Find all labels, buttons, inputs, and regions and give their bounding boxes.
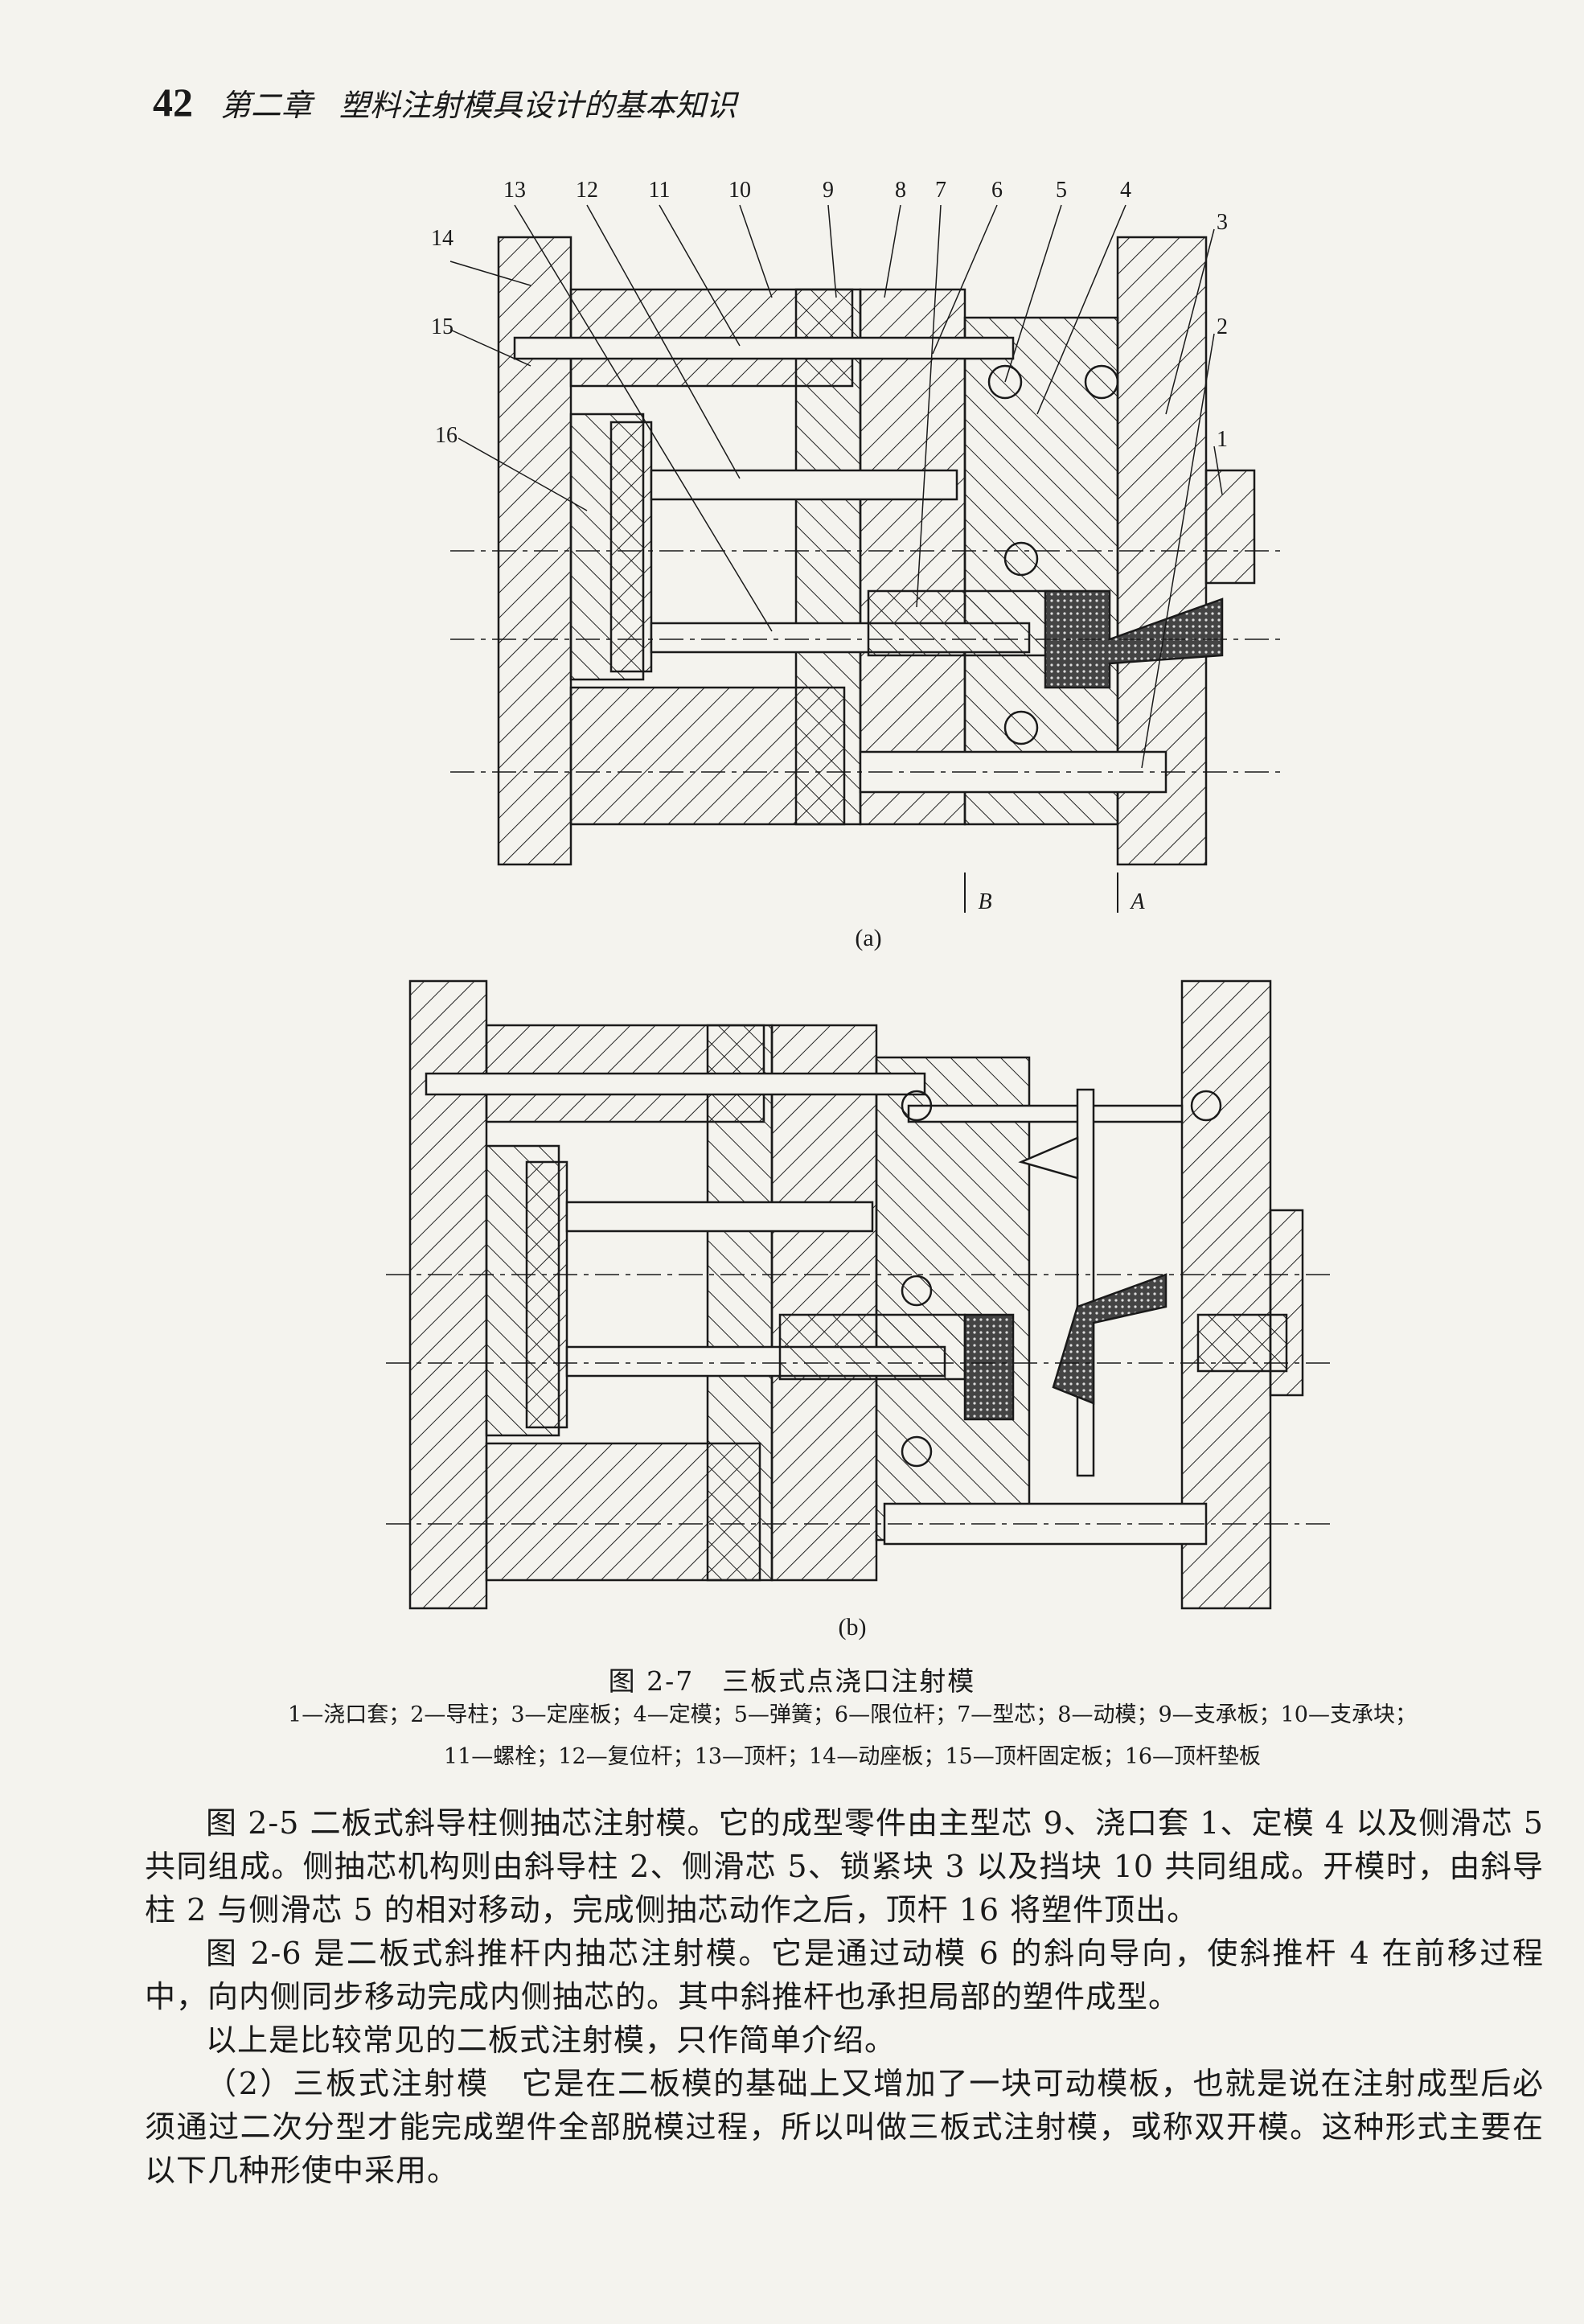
callout-2: 2 bbox=[1217, 314, 1228, 339]
callout-14: 14 bbox=[431, 226, 453, 251]
callout-13: 13 bbox=[503, 178, 526, 203]
mold-drawing-b bbox=[386, 979, 1335, 1610]
section-heading: （2）三板式注射模 bbox=[206, 2066, 490, 2101]
parting-line-b: B bbox=[978, 889, 991, 914]
part-11 bbox=[513, 336, 1015, 360]
callout-11: 11 bbox=[649, 178, 671, 203]
part-5c bbox=[1003, 541, 1039, 577]
figure-a: 13 12 11 10 9 8 7 6 5 4 3 2 1 14 15 16 B… bbox=[418, 173, 1303, 953]
callout-10: 10 bbox=[728, 178, 751, 203]
part-8 bbox=[859, 288, 966, 826]
figure-b-label: (b) bbox=[838, 1614, 867, 1640]
callout-16: 16 bbox=[435, 423, 458, 448]
chapter-label: 第二章 bbox=[220, 88, 313, 123]
page-header: 42 第二章 塑料注射模具设计的基本知识 bbox=[153, 79, 737, 125]
callout-5: 5 bbox=[1056, 178, 1067, 203]
part-12 bbox=[650, 469, 958, 501]
figure-legend-line-1: 1—浇口套；2—导柱；3—定座板；4—定模；5—弹簧；6—限位杆；7—型芯；8—… bbox=[288, 1702, 1417, 1727]
figure-legend-line-2: 11—螺栓；12—复位杆；13—顶杆；14—动座板；15—顶杆固定板；16—顶杆… bbox=[443, 1744, 1262, 1769]
part-9 bbox=[794, 288, 862, 826]
page-number: 42 bbox=[153, 80, 193, 125]
callout-4: 4 bbox=[1120, 178, 1131, 203]
part-15 bbox=[609, 421, 653, 673]
body-text: 图 2-5 二板式斜导柱侧抽芯注射模。它的成型零件由主型芯 9、浇口套 1、定模… bbox=[145, 1801, 1544, 2192]
part-7 bbox=[867, 589, 1055, 657]
paragraph-4: （2）三板式注射模 它是在二板模的基础上又增加了一块可动模板，也就是说在注射成型… bbox=[145, 2062, 1544, 2192]
parting-line-a: A bbox=[1129, 889, 1145, 914]
callout-9: 9 bbox=[823, 178, 834, 203]
paragraph-2: 图 2-6 是二板式斜推杆内抽芯注射模。它是通过动模 6 的斜向导向，使斜推杆 … bbox=[145, 1936, 1544, 2014]
callout-3: 3 bbox=[1217, 210, 1228, 235]
part-1 bbox=[1204, 469, 1256, 585]
callout-8: 8 bbox=[895, 178, 906, 203]
callout-1: 1 bbox=[1217, 427, 1228, 452]
callout-12: 12 bbox=[576, 178, 598, 203]
paragraph-4-text: 它是在二板模的基础上又增加了一块可动模板，也就是说在注射成型后必须通过二次分型才… bbox=[145, 2066, 1544, 2188]
figure-a-label: (a) bbox=[855, 925, 882, 951]
figure-b bbox=[386, 969, 1335, 1636]
paragraph-1: 图 2-5 二板式斜导柱侧抽芯注射模。它的成型零件由主型芯 9、浇口套 1、定模… bbox=[145, 1805, 1544, 1928]
mold-drawing-a: 13 12 11 10 9 8 7 6 5 4 3 2 1 14 15 16 B… bbox=[431, 178, 1286, 914]
part-5a bbox=[987, 364, 1023, 400]
callout-15: 15 bbox=[431, 314, 453, 339]
part-5b bbox=[1084, 364, 1119, 400]
callout-7: 7 bbox=[935, 178, 946, 203]
part-4 bbox=[963, 316, 1119, 826]
part-5d bbox=[1003, 710, 1039, 745]
callout-6: 6 bbox=[991, 178, 1003, 203]
paragraph-3: 以上是比较常见的二板式注射模，只作简单介绍。 bbox=[206, 2022, 897, 2058]
figure-caption: 图 2-7 三板式点浇口注射模 bbox=[608, 1665, 976, 1697]
chapter-title: 塑料注射模具设计的基本知识 bbox=[339, 88, 737, 123]
